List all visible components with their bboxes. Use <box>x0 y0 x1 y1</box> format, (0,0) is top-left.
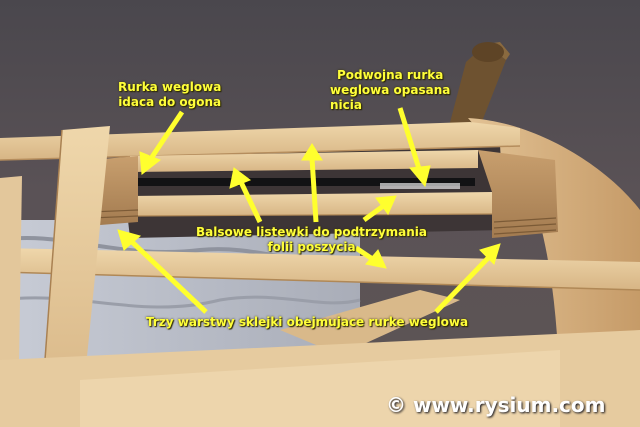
arrow-balsa-2 <box>301 143 323 223</box>
label-line: Rurka weglowa <box>118 80 222 94</box>
arrow-balsa-3 <box>362 195 397 223</box>
label-line: Podwojna rurka <box>337 68 444 82</box>
plywood-block-right <box>478 150 558 238</box>
top-longeron <box>0 122 520 160</box>
label-line: idaca do ogona <box>118 95 222 109</box>
arrow-to-tail-tube <box>139 110 185 175</box>
balsa-stick-lower <box>130 192 492 216</box>
arrow-to-double-tube <box>397 107 431 188</box>
arrow-plywood-left <box>117 229 208 314</box>
copyright-watermark: © www.rysium.com <box>386 393 606 417</box>
annotation-arrows <box>117 107 501 314</box>
upright-left <box>40 126 110 427</box>
label-balsa-sticks: Balsowe listewki do podtrzymania folii p… <box>196 225 427 255</box>
label-tail-carbon-tube: Rurka weglowa idaca do ogona <box>118 80 221 110</box>
wooden-dowel <box>448 42 510 142</box>
middle-longeron <box>0 248 640 290</box>
arrow-plywood-right <box>434 243 501 314</box>
label-double-carbon-tube: Podwojna rurka weglowa opasana nicia <box>330 68 450 113</box>
bottom-panel <box>80 350 560 427</box>
label-line: folii poszycia <box>267 240 356 254</box>
thread-wrapping <box>380 183 460 189</box>
balsa-stick-upper <box>130 150 478 172</box>
arrow-balsa-1 <box>229 167 263 224</box>
label-plywood-layers: Trzy warstwy sklejki obejmujace rurke we… <box>146 315 468 330</box>
arrow-balsa-4 <box>354 245 387 269</box>
label-line: weglowa opasana <box>330 83 451 97</box>
label-line: Trzy warstwy sklejki obejmujace rurke we… <box>146 315 469 329</box>
label-line: Balsowe listewki do podtrzymania <box>196 225 427 239</box>
carbon-tube <box>130 178 475 186</box>
lower-diagonal <box>280 290 460 355</box>
label-line: nicia <box>330 98 362 112</box>
